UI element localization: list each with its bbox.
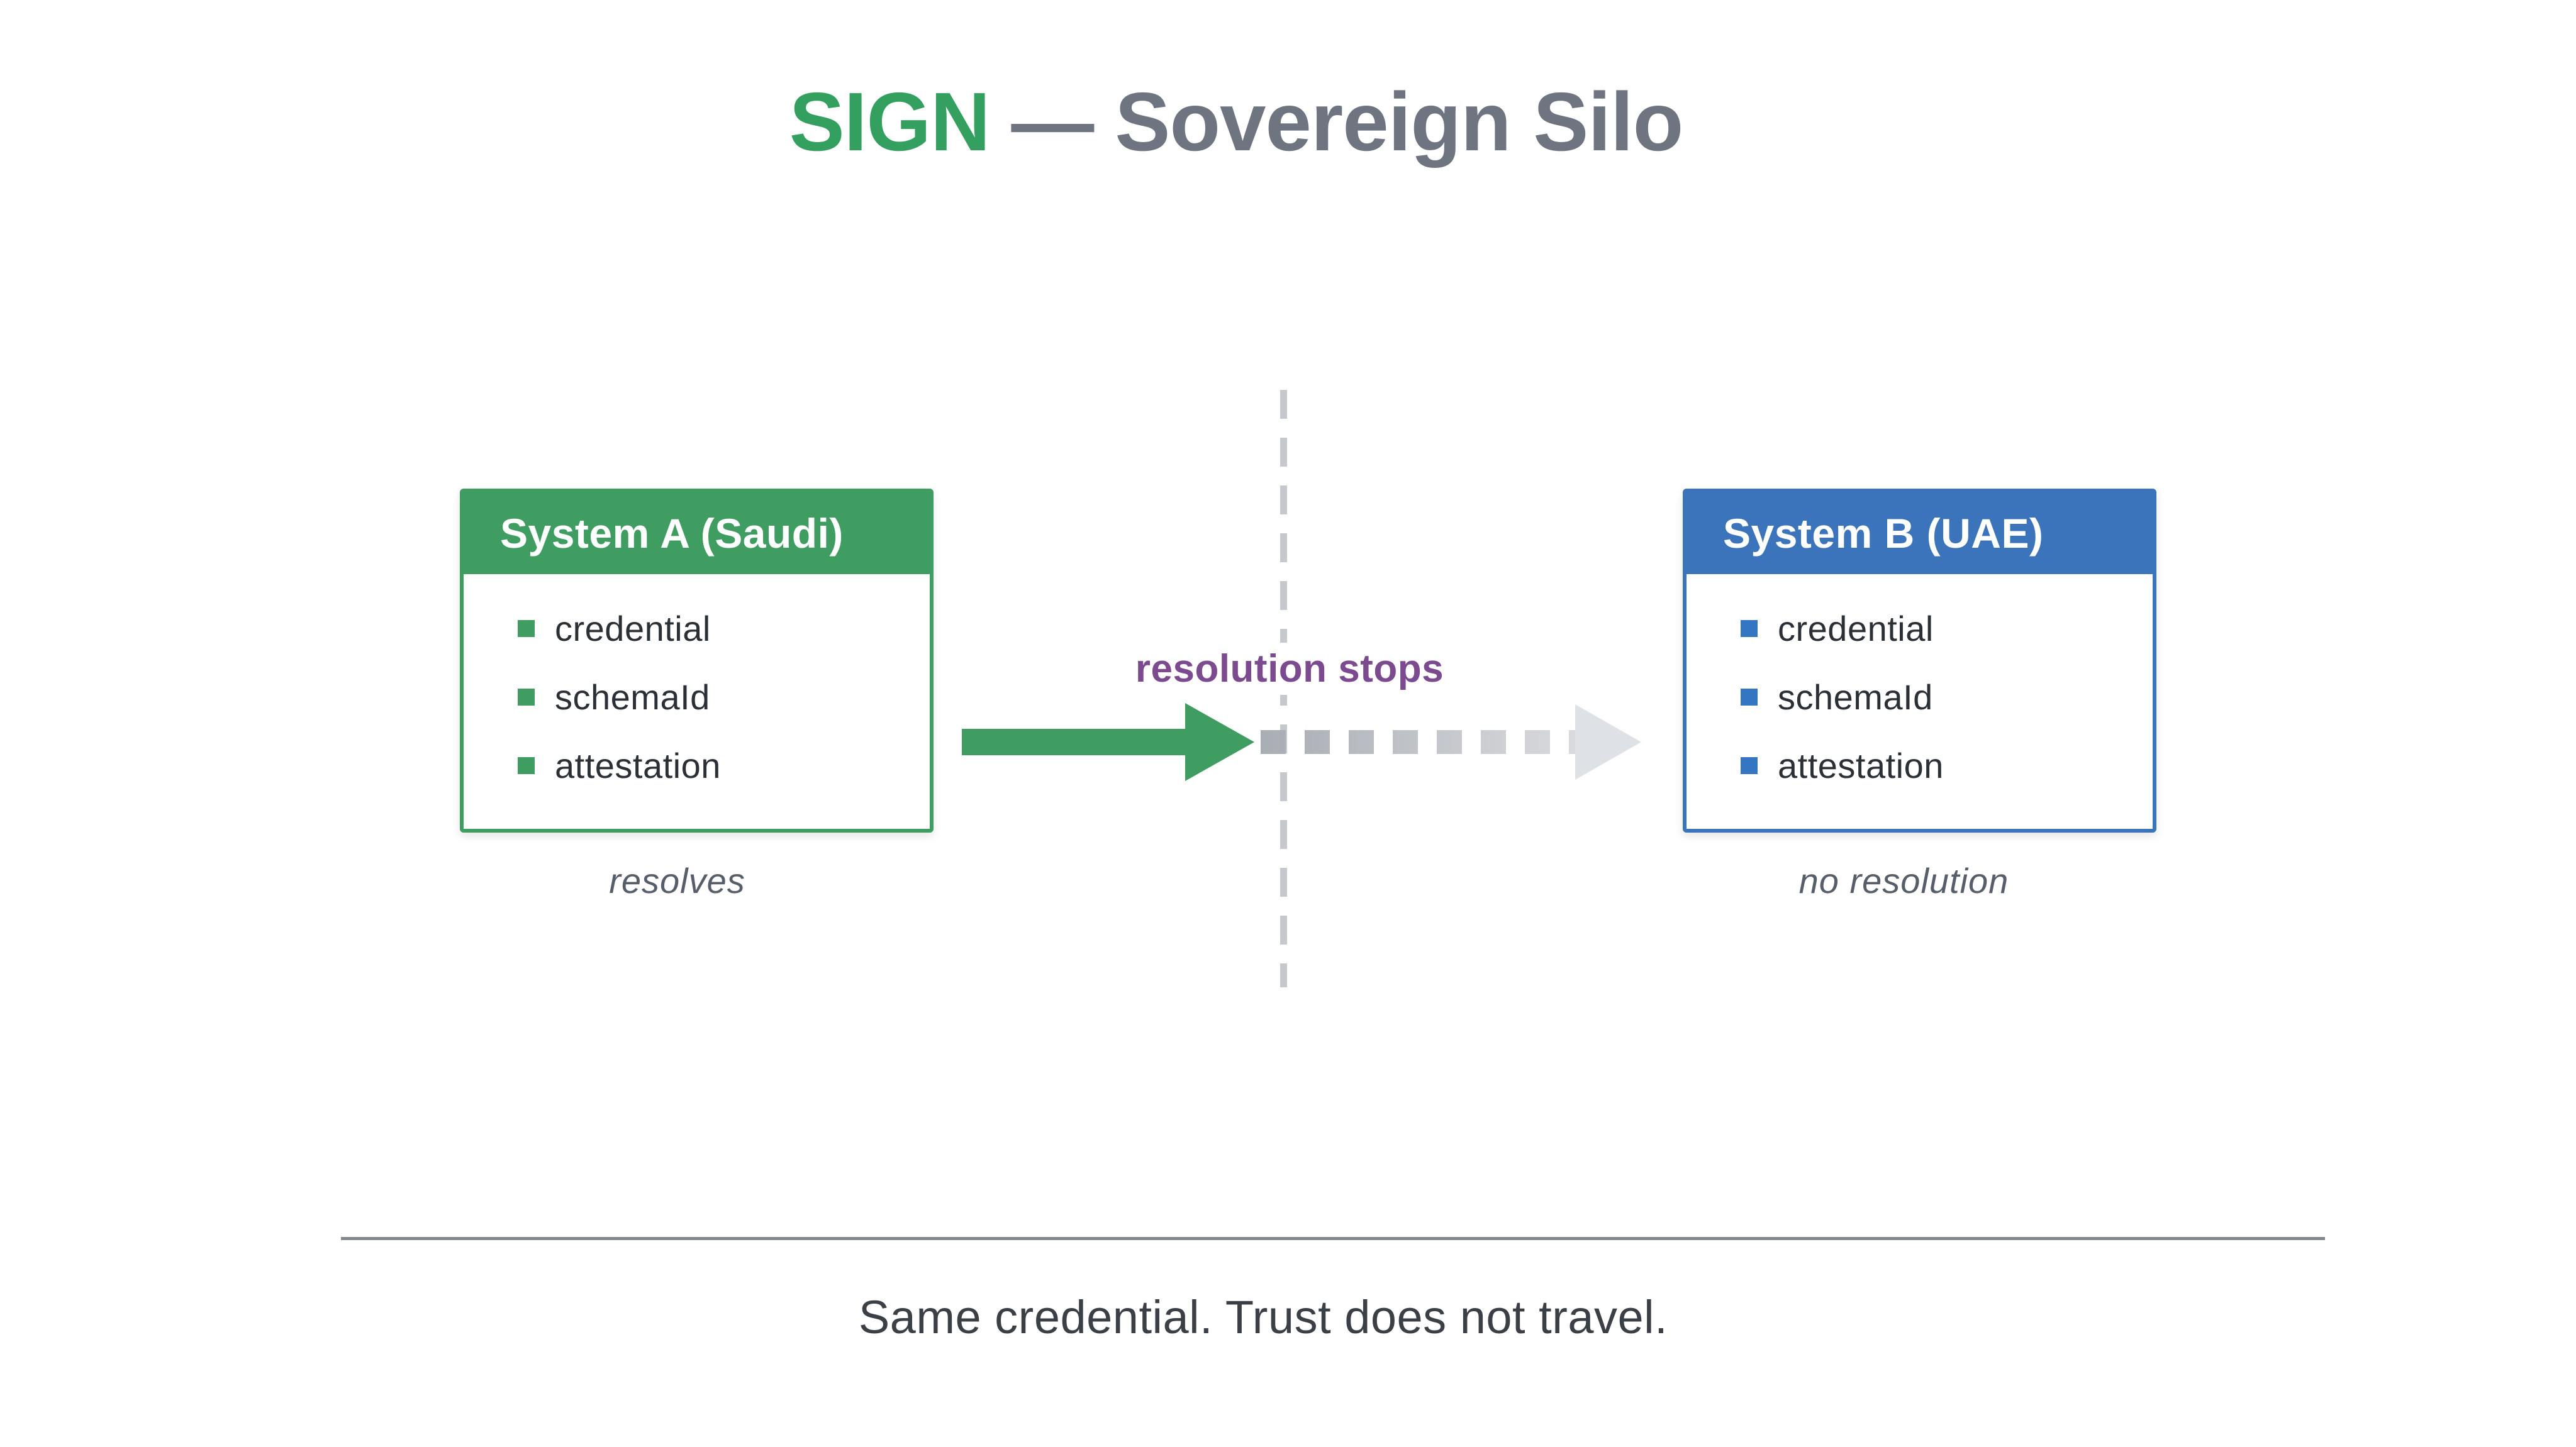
system-a-header: System A (Saudi) <box>464 492 930 574</box>
list-item-label: attestation <box>555 746 721 785</box>
list-item-label: attestation <box>1778 746 1944 785</box>
page-title: SIGN—Sovereign Silo <box>0 74 2472 170</box>
footer-divider <box>341 1237 2325 1240</box>
square-bullet-icon <box>1741 620 1758 637</box>
list-item-label: credential <box>1778 609 1934 648</box>
title-subtitle: Sovereign Silo <box>1115 75 1683 168</box>
dotted-fading-arrow <box>1261 730 1575 754</box>
system-a-footnote: resolves <box>609 861 745 901</box>
list-item: attestation <box>1741 731 2153 800</box>
square-bullet-icon <box>1741 757 1758 774</box>
system-b-header: System B (UAE) <box>1687 492 2153 574</box>
title-brand: SIGN <box>789 75 991 168</box>
square-bullet-icon <box>518 689 535 706</box>
title-dash: — <box>1011 75 1094 168</box>
square-bullet-icon <box>1741 689 1758 706</box>
list-item-label: schemaId <box>555 677 710 717</box>
green-arrow <box>962 729 1186 755</box>
list-item: credential <box>518 594 930 663</box>
list-item-label: credential <box>555 609 711 648</box>
list-item: schemaId <box>518 663 930 731</box>
square-bullet-icon <box>518 757 535 774</box>
system-a-panel: System A (Saudi) credential schemaId att… <box>460 489 934 833</box>
system-a-list: credential schemaId attestation <box>464 574 930 800</box>
list-item: attestation <box>518 731 930 800</box>
list-item: schemaId <box>1741 663 2153 731</box>
green-arrow-head-icon <box>1185 703 1254 781</box>
system-b-footnote: no resolution <box>1798 861 2009 901</box>
list-item-label: schemaId <box>1778 677 1933 717</box>
square-bullet-icon <box>518 620 535 637</box>
dotted-arrow-head-icon <box>1575 704 1641 780</box>
system-b-panel: System B (UAE) credential schemaId attes… <box>1683 489 2156 833</box>
system-b-list: credential schemaId attestation <box>1687 574 2153 800</box>
footer-caption: Same credential. Trust does not travel. <box>858 1291 1668 1343</box>
resolution-stops-label: resolution stops <box>1118 643 1461 695</box>
list-item: credential <box>1741 594 2153 663</box>
